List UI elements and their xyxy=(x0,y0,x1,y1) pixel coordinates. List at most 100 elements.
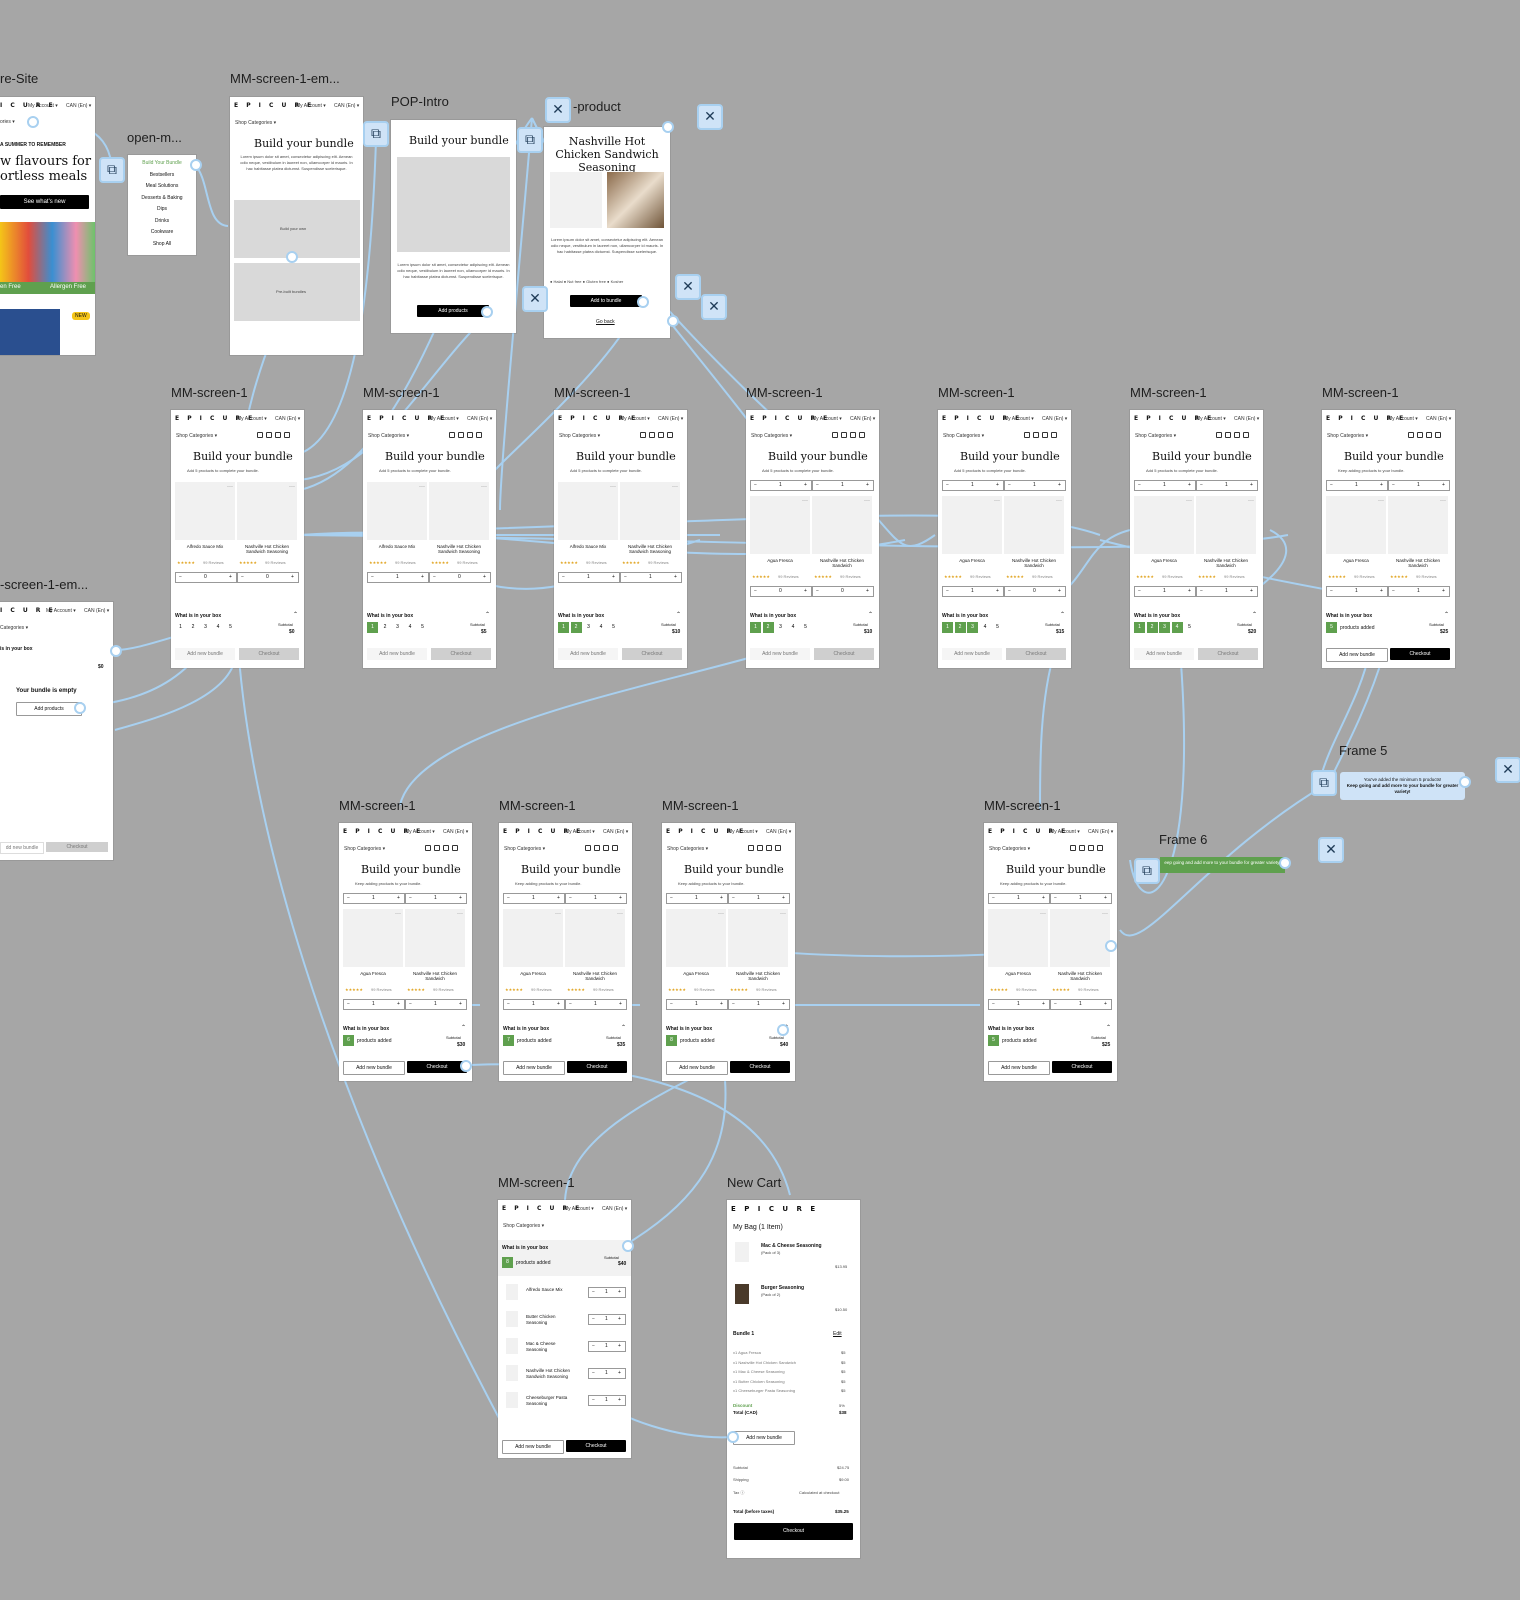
my-account-menu[interactable]: My Account ▾ xyxy=(1196,416,1226,422)
quantity-stepper[interactable]: −1+ xyxy=(988,999,1050,1010)
decrement-button[interactable]: − xyxy=(241,574,244,580)
add-new-bundle-button[interactable]: dd new bundle xyxy=(0,842,44,854)
more-options-icon[interactable]: ··· xyxy=(617,911,623,917)
hotspot-connector[interactable] xyxy=(460,1060,472,1072)
product-card-image[interactable] xyxy=(405,909,465,967)
add-new-bundle-button[interactable]: Add new bundle xyxy=(502,1440,564,1454)
shop-categories-menu[interactable]: Shop Categories ▾ xyxy=(751,433,793,439)
close-overlay-icon[interactable]: ✕ xyxy=(697,104,723,130)
collapse-chevron-icon[interactable]: ⌃ xyxy=(1252,612,1258,618)
account-icon[interactable] xyxy=(1426,432,1432,438)
add-products-button[interactable]: Add products xyxy=(16,702,82,716)
increment-button[interactable]: + xyxy=(720,1001,723,1007)
quantity-stepper[interactable]: −1+ xyxy=(565,893,627,904)
hotspot-connector[interactable] xyxy=(622,1240,634,1252)
hotspot-connector[interactable] xyxy=(190,159,202,171)
increment-button[interactable]: + xyxy=(612,574,615,580)
decrement-button[interactable]: − xyxy=(816,482,819,488)
product-card-image[interactable] xyxy=(1050,909,1110,967)
my-account-menu[interactable]: My Account ▾ xyxy=(46,608,76,614)
quantity-stepper[interactable]: −1+ xyxy=(503,999,565,1010)
quantity-stepper[interactable]: −1+ xyxy=(728,999,790,1010)
menu-item[interactable]: Shop All xyxy=(152,240,172,247)
close-overlay-icon[interactable]: ✕ xyxy=(545,97,571,123)
my-account-menu[interactable]: My Account ▾ xyxy=(565,829,595,835)
bag-icon[interactable] xyxy=(1079,845,1085,851)
decrement-button[interactable]: − xyxy=(1138,588,1141,594)
decrement-button[interactable]: − xyxy=(1054,895,1057,901)
decrement-button[interactable]: − xyxy=(624,574,627,580)
menu-icon[interactable] xyxy=(612,845,618,851)
hotspot-connector[interactable] xyxy=(1279,857,1291,869)
shop-categories-menu[interactable]: Shop Categories ▾ xyxy=(504,846,546,852)
quantity-stepper[interactable]: −1+ xyxy=(1134,480,1196,491)
more-options-icon[interactable]: ··· xyxy=(1248,498,1254,504)
language-select[interactable]: CAN (En) ▾ xyxy=(443,829,469,835)
quantity-stepper[interactable]: −1+ xyxy=(620,572,682,583)
see-whats-new-button[interactable]: See what's new xyxy=(0,195,89,209)
language-select[interactable]: CAN (En) ▾ xyxy=(658,416,684,422)
increment-button[interactable]: + xyxy=(483,574,486,580)
language-select[interactable]: CAN (En) ▾ xyxy=(1088,829,1114,835)
info-icon[interactable]: ⓘ xyxy=(1096,867,1103,874)
hotspot-connector[interactable] xyxy=(662,121,674,133)
info-icon[interactable]: ⓘ xyxy=(774,867,781,874)
product-card-image[interactable] xyxy=(620,482,680,540)
quantity-stepper[interactable]: −1+ xyxy=(750,480,812,491)
quantity-stepper[interactable]: −1+ xyxy=(588,1341,626,1352)
menu-icon[interactable] xyxy=(775,845,781,851)
account-icon[interactable] xyxy=(1234,432,1240,438)
decrement-button[interactable]: − xyxy=(1200,588,1203,594)
more-options-icon[interactable]: ··· xyxy=(555,911,561,917)
quantity-stepper[interactable]: −1+ xyxy=(565,999,627,1010)
my-account-menu[interactable]: My Account ▾ xyxy=(405,829,435,835)
shop-categories-menu[interactable]: Shop Categories ▾ xyxy=(503,1223,545,1229)
more-options-icon[interactable]: ··· xyxy=(718,911,724,917)
quantity-stepper[interactable]: −1+ xyxy=(942,586,1004,597)
decrement-button[interactable]: − xyxy=(754,482,757,488)
bag-icon[interactable] xyxy=(1033,432,1039,438)
shop-categories-menu[interactable]: Categories ▾ xyxy=(0,625,29,631)
quantity-stepper[interactable]: −0+ xyxy=(812,586,874,597)
more-options-icon[interactable]: ··· xyxy=(289,484,295,490)
decrement-button[interactable]: − xyxy=(347,1001,350,1007)
product-card-image[interactable] xyxy=(237,482,297,540)
quantity-stepper[interactable]: −1+ xyxy=(1388,480,1450,491)
decrement-button[interactable]: − xyxy=(179,574,182,580)
quantity-stepper[interactable]: −1+ xyxy=(1050,999,1112,1010)
language-select[interactable]: CAN (En) ▾ xyxy=(66,103,92,109)
more-options-icon[interactable]: ··· xyxy=(672,484,678,490)
account-icon[interactable] xyxy=(1042,432,1048,438)
increment-button[interactable]: + xyxy=(1188,482,1191,488)
quantity-stepper[interactable]: −1+ xyxy=(666,893,728,904)
increment-button[interactable]: + xyxy=(1442,588,1445,594)
checkout-button[interactable]: Checkout xyxy=(622,648,682,660)
edit-bundle-link[interactable]: Edit xyxy=(833,1331,842,1337)
quantity-stepper[interactable]: −1+ xyxy=(405,999,467,1010)
decrement-button[interactable]: − xyxy=(409,1001,412,1007)
menu-item[interactable]: Desserts & Baking xyxy=(141,194,183,201)
decrement-button[interactable]: − xyxy=(946,588,949,594)
search-icon[interactable] xyxy=(832,432,838,438)
increment-button[interactable]: + xyxy=(618,1316,621,1322)
increment-button[interactable]: + xyxy=(1250,588,1253,594)
shop-categories-menu[interactable]: Shop Categories ▾ xyxy=(235,120,277,126)
collapse-chevron-icon[interactable]: ⌃ xyxy=(621,1025,627,1031)
language-select[interactable]: CAN (En) ▾ xyxy=(850,416,876,422)
my-account-menu[interactable]: My Account ▾ xyxy=(1050,829,1080,835)
increment-button[interactable]: + xyxy=(291,574,294,580)
collapse-chevron-icon[interactable]: ⌃ xyxy=(676,612,682,618)
bag-icon[interactable] xyxy=(649,432,655,438)
my-account-menu[interactable]: My Account ▾ xyxy=(296,103,326,109)
increment-button[interactable]: + xyxy=(1380,482,1383,488)
increment-button[interactable]: + xyxy=(557,895,560,901)
shop-categories-menu[interactable]: Shop Categories ▾ xyxy=(1327,433,1369,439)
shop-categories-menu[interactable]: Shop Categories ▾ xyxy=(943,433,985,439)
add-new-bundle-button[interactable]: Add new bundle xyxy=(942,648,1002,660)
language-select[interactable]: CAN (En) ▾ xyxy=(766,829,792,835)
language-select[interactable]: CAN (En) ▾ xyxy=(275,416,301,422)
increment-button[interactable]: + xyxy=(866,588,869,594)
decrement-button[interactable]: − xyxy=(347,895,350,901)
collapse-chevron-icon[interactable]: ⌃ xyxy=(868,612,874,618)
open-overlay-icon[interactable]: ⧉ xyxy=(99,157,125,183)
